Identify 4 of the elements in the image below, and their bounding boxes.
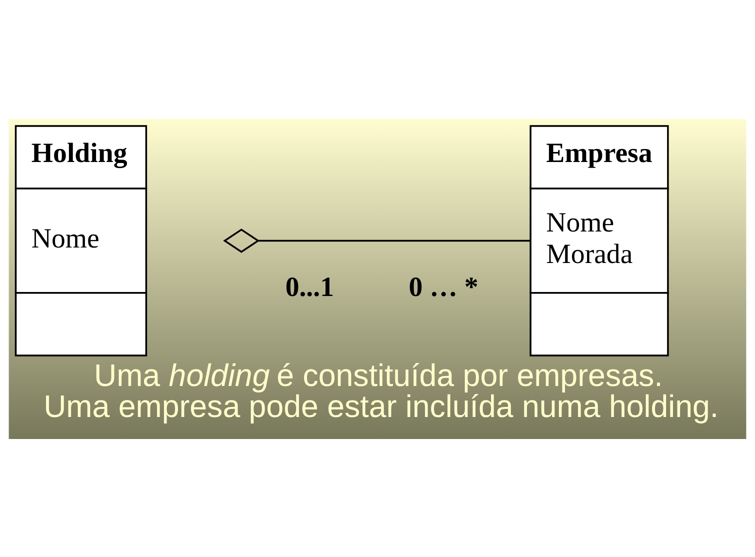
label: 0...1	[285, 272, 334, 303]
label: 0 … *	[408, 272, 478, 303]
connector	[223, 228, 530, 252]
caption: Uma holding é constituída por empresas. Uma empresa pode estar incluída numa holding.	[44, 357, 719, 424]
